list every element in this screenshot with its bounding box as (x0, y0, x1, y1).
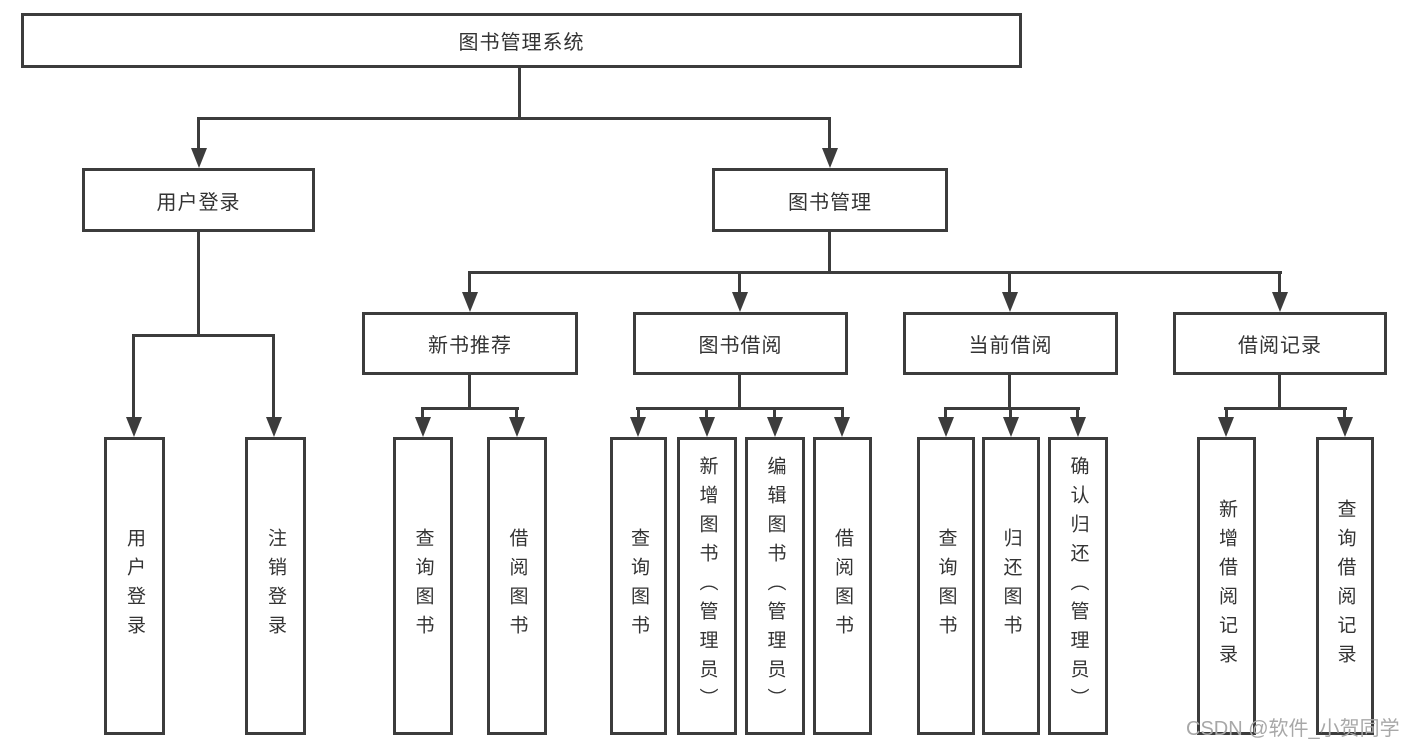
node-leaf-edit-book-admin: 编辑图书（管理员） (745, 437, 805, 735)
connector-stem (738, 375, 741, 409)
node-label: 编辑图书（管理员） (764, 455, 786, 717)
arrow-down-icon (1003, 417, 1019, 437)
node-borrow-records: 借阅记录 (1173, 312, 1387, 375)
connector-stem (1008, 375, 1011, 409)
node-leaf-add-borrow-record: 新增借阅记录 (1197, 437, 1256, 735)
node-leaf-add-book-admin: 新增图书（管理员） (677, 437, 737, 735)
node-label: 图书借阅 (698, 335, 783, 357)
connector-drop (841, 407, 844, 419)
arrow-down-icon (1070, 417, 1086, 437)
node-leaf-query-books-recommend: 查询图书 (393, 437, 453, 735)
connector-drop (1278, 271, 1281, 294)
connector-drop (637, 407, 640, 419)
node-leaf-query-books-current: 查询图书 (917, 437, 975, 735)
connector-stem (1278, 375, 1281, 409)
connector-book-mgmt-stem (828, 232, 831, 273)
node-label: 用户登录 (124, 528, 145, 644)
node-label: 查询借阅记录 (1334, 499, 1356, 673)
connector-drop (515, 407, 518, 419)
node-label: 新增图书（管理员） (696, 455, 718, 717)
node-label: 查询图书 (412, 528, 434, 644)
connector-root-bar (198, 117, 831, 120)
node-leaf-confirm-return-admin: 确认归还（管理员） (1048, 437, 1108, 735)
arrow-down-icon (266, 417, 282, 437)
connector-drop (197, 117, 200, 150)
node-label: 注销登录 (265, 528, 286, 644)
node-leaf-borrow-books: 借阅图书 (813, 437, 872, 735)
node-label: 当前借阅 (968, 335, 1053, 357)
node-leaf-query-borrow-record: 查询借阅记录 (1316, 437, 1374, 735)
arrow-down-icon (1002, 292, 1018, 312)
node-label: 查询图书 (628, 528, 649, 644)
arrow-down-icon (1337, 417, 1353, 437)
node-leaf-query-books-borrow: 查询图书 (610, 437, 667, 735)
node-label: 归还图书 (1000, 528, 1022, 644)
node-leaf-logout: 注销登录 (245, 437, 306, 735)
node-library-management-system: 图书管理系统 (21, 13, 1022, 68)
connector-drop (773, 407, 776, 419)
connector-drop (1225, 407, 1228, 419)
arrow-down-icon (938, 417, 954, 437)
connector-drop (421, 407, 424, 419)
connector-bar (1224, 407, 1347, 410)
connector-bar (636, 407, 844, 410)
arrow-down-icon (834, 417, 850, 437)
connector-drop (705, 407, 708, 419)
connector-drop (1076, 407, 1079, 419)
node-label: 借阅图书 (832, 528, 853, 644)
connector-drop (738, 271, 741, 294)
connector-drop (828, 117, 831, 150)
connector-drop (132, 334, 135, 419)
node-label: 借阅记录 (1238, 335, 1322, 357)
node-label: 图书管理系统 (458, 32, 585, 54)
arrow-down-icon (126, 417, 142, 437)
node-label: 借阅图书 (506, 528, 528, 644)
node-user-login: 用户登录 (82, 168, 315, 232)
connector-root-stem (518, 68, 521, 118)
arrow-down-icon (699, 417, 715, 437)
arrow-down-icon (1272, 292, 1288, 312)
arrow-down-icon (191, 148, 207, 168)
arrow-down-icon (462, 292, 478, 312)
connector-book-mgmt-bar (468, 271, 1282, 274)
connector-bar (421, 407, 519, 410)
csdn-watermark: CSDN @软件_小贺同学 (1186, 718, 1400, 740)
node-leaf-return-book: 归还图书 (982, 437, 1040, 735)
node-book-borrow: 图书借阅 (633, 312, 848, 375)
arrow-down-icon (767, 417, 783, 437)
node-label: 用户登录 (156, 191, 241, 214)
connector-user-login-bar (132, 334, 275, 337)
arrow-down-icon (630, 417, 646, 437)
connector-drop (468, 271, 471, 294)
node-book-management: 图书管理 (712, 168, 948, 232)
connector-user-login-stem (197, 232, 200, 336)
connector-stem (468, 375, 471, 409)
arrow-down-icon (415, 417, 431, 437)
arrow-down-icon (822, 148, 838, 168)
arrow-down-icon (1218, 417, 1234, 437)
arrow-down-icon (732, 292, 748, 312)
connector-drop (944, 407, 947, 419)
node-leaf-borrow-books-recommend: 借阅图书 (487, 437, 547, 735)
connector-drop (272, 334, 275, 419)
node-label: 新书推荐 (428, 335, 512, 357)
node-label: 确认归还（管理员） (1067, 455, 1089, 717)
connector-bar (944, 407, 1080, 410)
node-current-borrow: 当前借阅 (903, 312, 1118, 375)
node-label: 图书管理 (788, 191, 872, 214)
node-leaf-user-login: 用户登录 (104, 437, 165, 735)
arrow-down-icon (509, 417, 525, 437)
node-new-book-recommend: 新书推荐 (362, 312, 578, 375)
connector-drop (1009, 407, 1012, 419)
node-label: 新增借阅记录 (1216, 499, 1237, 673)
node-label: 查询图书 (935, 528, 957, 644)
connector-drop (1343, 407, 1346, 419)
connector-drop (1008, 271, 1011, 294)
